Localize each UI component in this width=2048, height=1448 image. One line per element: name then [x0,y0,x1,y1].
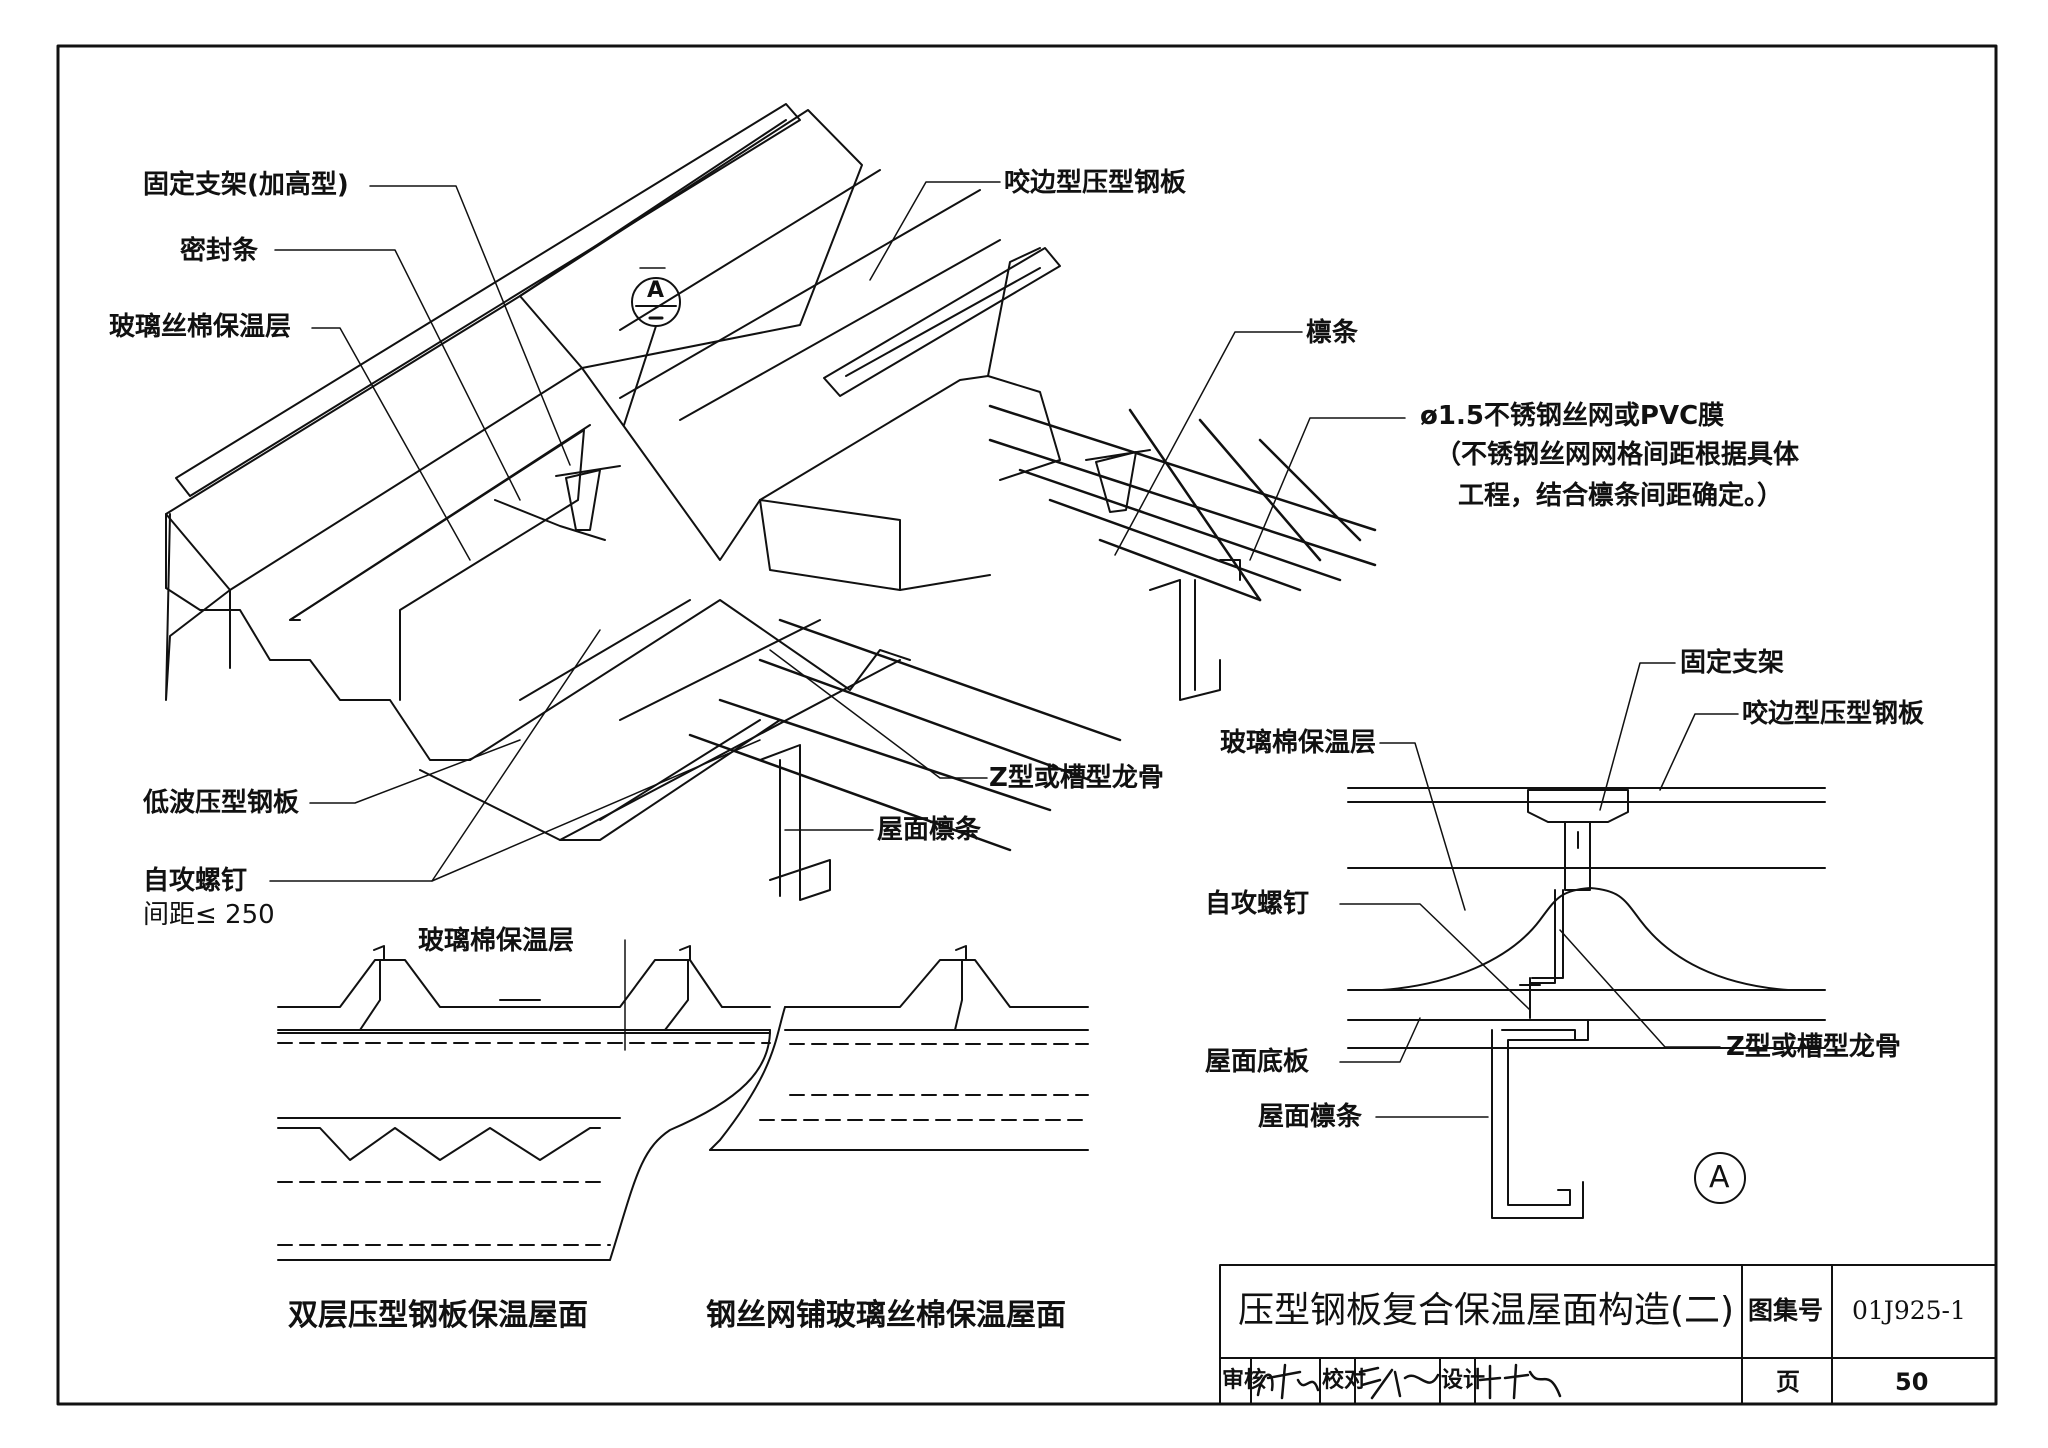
mesh-grid [688,404,1377,852]
label-screw: 自攻螺钉 [143,866,248,896]
label-screw-spacing: 间距≤ 250 [143,900,275,930]
detail-marker-letter: A [1709,1160,1730,1195]
label-z-keel: Z型或槽型龙骨 [989,763,1164,793]
seam-rail-right [823,247,1061,397]
main-leaders [269,181,1406,882]
label-section-glass-wool: 玻璃棉保温层 [418,926,575,956]
fixed-bracket-left [555,465,621,531]
page-number: 50 [1895,1368,1929,1396]
detail-marker-a [1694,1152,1746,1204]
detail-label-fixed-bracket: 固定支架 [1680,648,1785,678]
seam-rail-left [175,103,801,497]
detail-label-base-panel: 屋面底板 [1205,1047,1310,1077]
isometric-roof-view [165,103,1377,901]
signature-reviewer [1256,1363,1320,1400]
label-mesh: ø1.5不锈钢丝网或PVC膜 [1420,401,1725,431]
seal-strip [494,499,606,541]
caption-mesh-glass-wool: 钢丝网铺玻璃丝棉保温屋面 [706,1298,1066,1333]
detail-leaders [1339,662,1739,1118]
atlas-number: 01J925-1 [1852,1296,1966,1325]
caption-double-layer: 双层压型钢板保温屋面 [288,1298,588,1333]
design-label: 设计 [1441,1368,1486,1393]
drawing-title: 压型钢板复合保温屋面构造(二) [1238,1290,1735,1331]
section-marker-a [623,277,681,426]
label-low-wave-panel: 低波压型钢板 [143,788,300,818]
label-seam-panel: 咬边型压型钢板 [1004,168,1187,198]
detail-a [1347,787,1826,1219]
label-mesh-note-2: 工程，结合檩条间距确定。） [1458,481,1784,511]
label-glass-wool-layer: 玻璃丝棉保温层 [109,312,292,342]
section-marker-letter: A [647,278,665,303]
fixed-bracket-right [1085,449,1151,513]
detail-label-roof-purlin: 屋面檩条 [1258,1102,1363,1132]
atlas-label: 图集号 [1748,1296,1824,1325]
detail-label-glass-wool: 玻璃棉保温层 [1220,728,1377,758]
roof-purlin-section [759,744,831,901]
label-bracket-raised: 固定支架(加高型) [143,170,349,200]
detail-label-z-keel: Z型或槽型龙骨 [1726,1032,1901,1062]
detail-label-screw: 自攻螺钉 [1205,889,1310,919]
title-block-frame [1219,1264,1997,1405]
signature-checker [1358,1366,1440,1400]
detail-insulation-hump [1381,887,1789,991]
check-label: 校对 [1322,1368,1367,1393]
label-roof-purlin: 屋面檩条 [877,815,982,845]
detail-bracket [1527,789,1629,823]
detail-label-seam-panel: 咬边型压型钢板 [1742,699,1925,729]
mesh-section [709,945,1089,1151]
review-label: 审核 [1222,1368,1267,1393]
label-seal-strip: 密封条 [180,236,259,266]
label-mesh-note-1: （不锈钢丝网网格间距根据具体 [1435,440,1800,470]
page-label: 页 [1776,1368,1800,1396]
double-layer-section [277,945,771,1261]
signature-designer [1478,1363,1562,1400]
low-wave-panel [165,587,911,841]
label-purlin: 檩条 [1306,318,1359,348]
drawing-frame [56,44,1998,1406]
